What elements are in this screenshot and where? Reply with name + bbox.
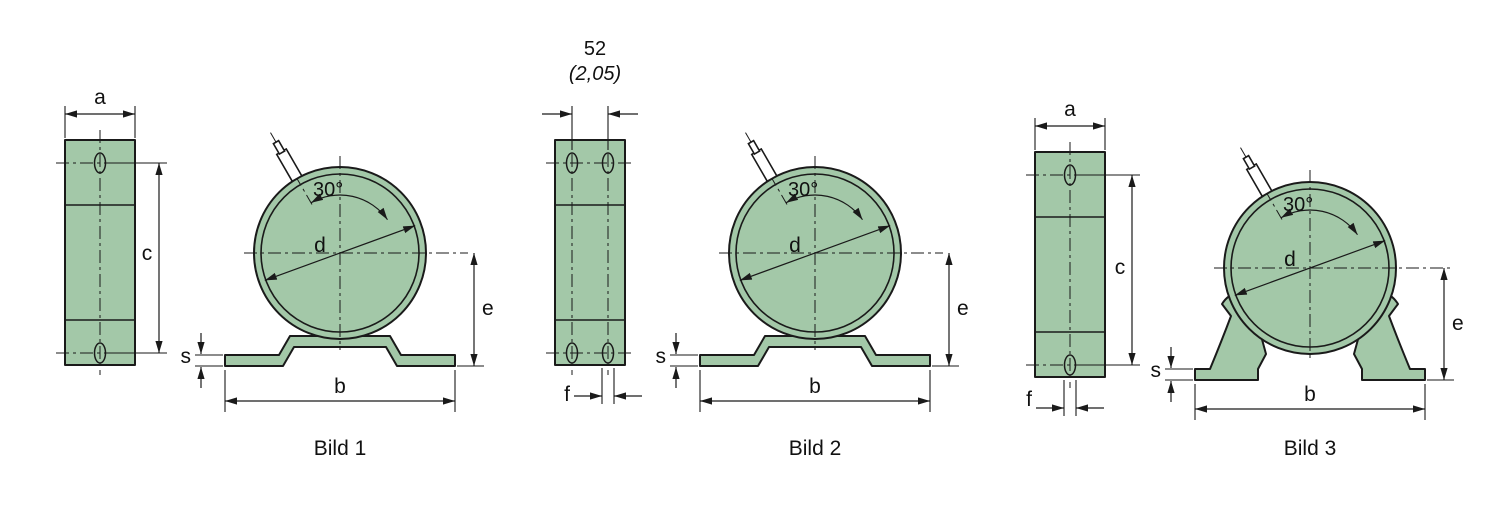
slot-hole [601, 342, 615, 364]
angle-arc [1280, 208, 1358, 236]
screw-tip [747, 139, 761, 156]
dim-label-b: b [334, 375, 346, 398]
figure-caption: Bild 2 [789, 437, 842, 460]
dim-label-s: s [181, 345, 192, 368]
dim-label-d: d [314, 234, 326, 257]
figure-bild2: 52 (2,05) f 30° d s e b Bi [542, 38, 969, 460]
slot-hole [1063, 354, 1077, 376]
dim-label-e: e [957, 297, 969, 320]
dim-label-a: a [1064, 98, 1076, 121]
angle-label: 30° [313, 179, 343, 201]
plate-outline [554, 139, 626, 366]
dimension-line-d [1234, 240, 1386, 296]
dimension-line-d [739, 225, 891, 281]
dimension-line-d [264, 225, 416, 281]
dim-label-f: f [1026, 388, 1032, 411]
clamp-base [699, 335, 931, 367]
figure-caption: Bild 1 [314, 437, 367, 460]
dim-label-e: e [1452, 312, 1464, 335]
dim-label-e: e [482, 297, 494, 320]
slot-hole [601, 152, 615, 174]
clamp-screw [745, 132, 788, 205]
clamp-screw [270, 132, 313, 205]
dim-label-s: s [656, 345, 667, 368]
dim-label-52: 52 [584, 38, 606, 60]
dim-label-f: f [564, 383, 570, 406]
slot-hole [565, 342, 579, 364]
slot-hole [1063, 164, 1077, 186]
screw-tip [1242, 154, 1256, 171]
dim-label-d: d [789, 234, 801, 257]
clamp-screw [1240, 147, 1283, 220]
dim-label-s: s [1151, 359, 1162, 382]
dim-label-c: c [142, 242, 153, 265]
figure-bild3: a c f 30° d s [1026, 98, 1464, 460]
angle-label: 30° [1283, 194, 1313, 216]
dim-label-b: b [809, 375, 821, 398]
slot-hole [565, 152, 579, 174]
slot-hole [93, 152, 107, 174]
screw-tip [272, 139, 286, 156]
dim-label-52-tolerance: (2,05) [569, 63, 621, 85]
figure-bild1: a c 30° d s e [56, 86, 494, 460]
slot-hole [93, 342, 107, 364]
clamp-base [224, 335, 456, 367]
angle-label: 30° [788, 179, 818, 201]
angle-arc [310, 193, 388, 221]
figure-caption: Bild 3 [1284, 437, 1337, 460]
dim-label-d: d [1284, 248, 1296, 271]
dim-label-a: a [94, 86, 106, 109]
dim-label-c: c [1115, 256, 1126, 279]
dim-label-b: b [1304, 383, 1316, 406]
angle-arc [785, 193, 863, 221]
